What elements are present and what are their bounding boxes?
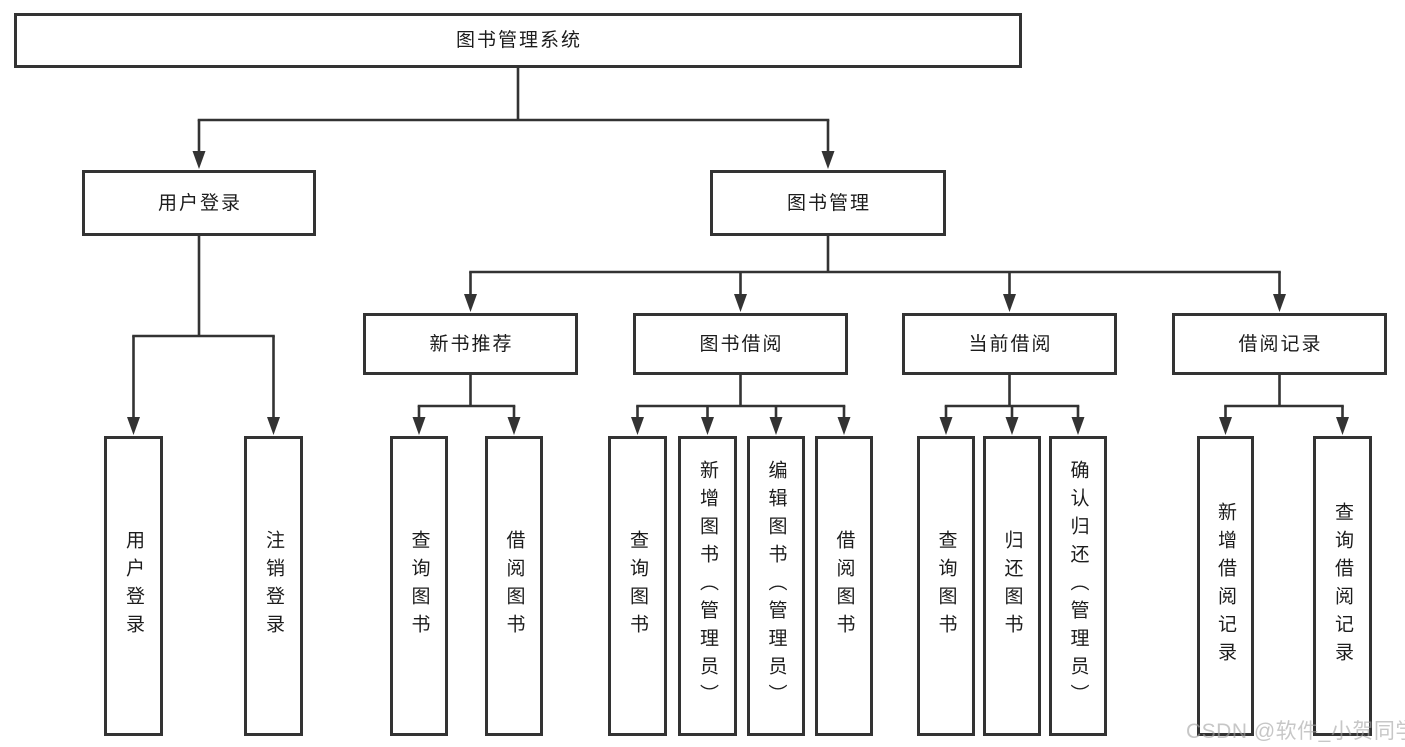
arrowhead-icon [127,417,140,435]
node-label-bb-edit-books-admin: 编辑图书（管理员） [765,460,787,712]
node-cb-query-books: 查询图书 [917,436,975,736]
arrowhead-icon [701,417,714,435]
watermark: CSDN @软件_小贺同学 [1186,720,1405,743]
node-label-book-mgmt: 图书管理 [786,192,871,214]
node-label-cb-return-books: 归还图书 [1001,530,1023,642]
node-label-br-add-record: 新增借阅记录 [1215,502,1236,670]
node-cb-confirm-return: 确认归还（管理员） [1049,436,1107,736]
arrowhead-icon [821,151,835,169]
node-label-bb-query-books: 查询图书 [627,530,648,642]
edge-borrow-records [1219,375,1349,435]
node-label-bb-add-books-admin: 新增图书（管理员） [697,460,718,712]
edge-system [192,68,835,169]
node-op-user-login: 用户登录 [104,436,163,736]
arrowhead-icon [192,151,206,169]
arrowhead-icon [1336,417,1349,435]
arrowhead-icon [464,294,477,312]
arrowhead-icon [507,417,521,435]
arrowhead-icon [1071,417,1085,435]
arrowhead-icon [267,417,280,435]
node-system: 图书管理系统 [14,13,1022,68]
node-label-book-borrow: 图书借阅 [699,333,784,355]
arrowhead-icon [631,417,644,435]
node-book-borrow: 图书借阅 [633,313,848,375]
node-cb-return-books: 归还图书 [983,436,1041,736]
arrowhead-icon [837,417,851,435]
arrowhead-icon [1005,417,1019,435]
edge-book-borrow [631,375,851,435]
node-label-new-book-rec: 新书推荐 [429,333,514,355]
node-label-borrow-records: 借阅记录 [1238,333,1323,355]
edge-book-mgmt [464,236,1286,312]
node-bb-query-books: 查询图书 [608,436,667,736]
edge-new-book-rec [412,375,521,435]
node-borrow-records: 借阅记录 [1172,313,1387,375]
node-label-nb-borrow-books: 借阅图书 [503,530,525,642]
node-op-logout: 注销登录 [244,436,303,736]
node-book-mgmt: 图书管理 [710,170,946,236]
node-br-query-record: 查询借阅记录 [1313,436,1372,736]
node-label-op-user-login: 用户登录 [123,530,144,642]
arrowhead-icon [1003,294,1016,312]
node-nb-query-books: 查询图书 [390,436,448,736]
node-new-book-rec: 新书推荐 [363,313,578,375]
arrowhead-icon [1273,294,1286,312]
arrowhead-icon [734,294,747,312]
node-label-op-logout: 注销登录 [263,530,284,642]
node-label-bb-borrow-books: 借阅图书 [833,530,855,642]
node-label-cb-query-books: 查询图书 [935,530,957,642]
node-label-nb-query-books: 查询图书 [408,530,430,642]
node-label-system: 图书管理系统 [455,30,582,51]
node-bb-borrow-books: 借阅图书 [815,436,873,736]
arrowhead-icon [939,417,953,435]
node-label-current-borrow: 当前借阅 [968,333,1053,355]
arrowhead-icon [769,417,783,435]
node-current-borrow: 当前借阅 [902,313,1117,375]
node-nb-borrow-books: 借阅图书 [485,436,543,736]
arrowhead-icon [1219,417,1232,435]
node-label-cb-confirm-return: 确认归还（管理员） [1067,460,1089,712]
node-label-br-query-record: 查询借阅记录 [1332,502,1353,670]
node-bb-edit-books-admin: 编辑图书（管理员） [747,436,805,736]
node-br-add-record: 新增借阅记录 [1197,436,1254,736]
node-label-user-login: 用户登录 [157,192,242,214]
arrowhead-icon [412,417,426,435]
edge-current-borrow [939,375,1085,435]
edge-user-login [127,236,280,435]
node-user-login: 用户登录 [82,170,316,236]
node-bb-add-books-admin: 新增图书（管理员） [678,436,737,736]
